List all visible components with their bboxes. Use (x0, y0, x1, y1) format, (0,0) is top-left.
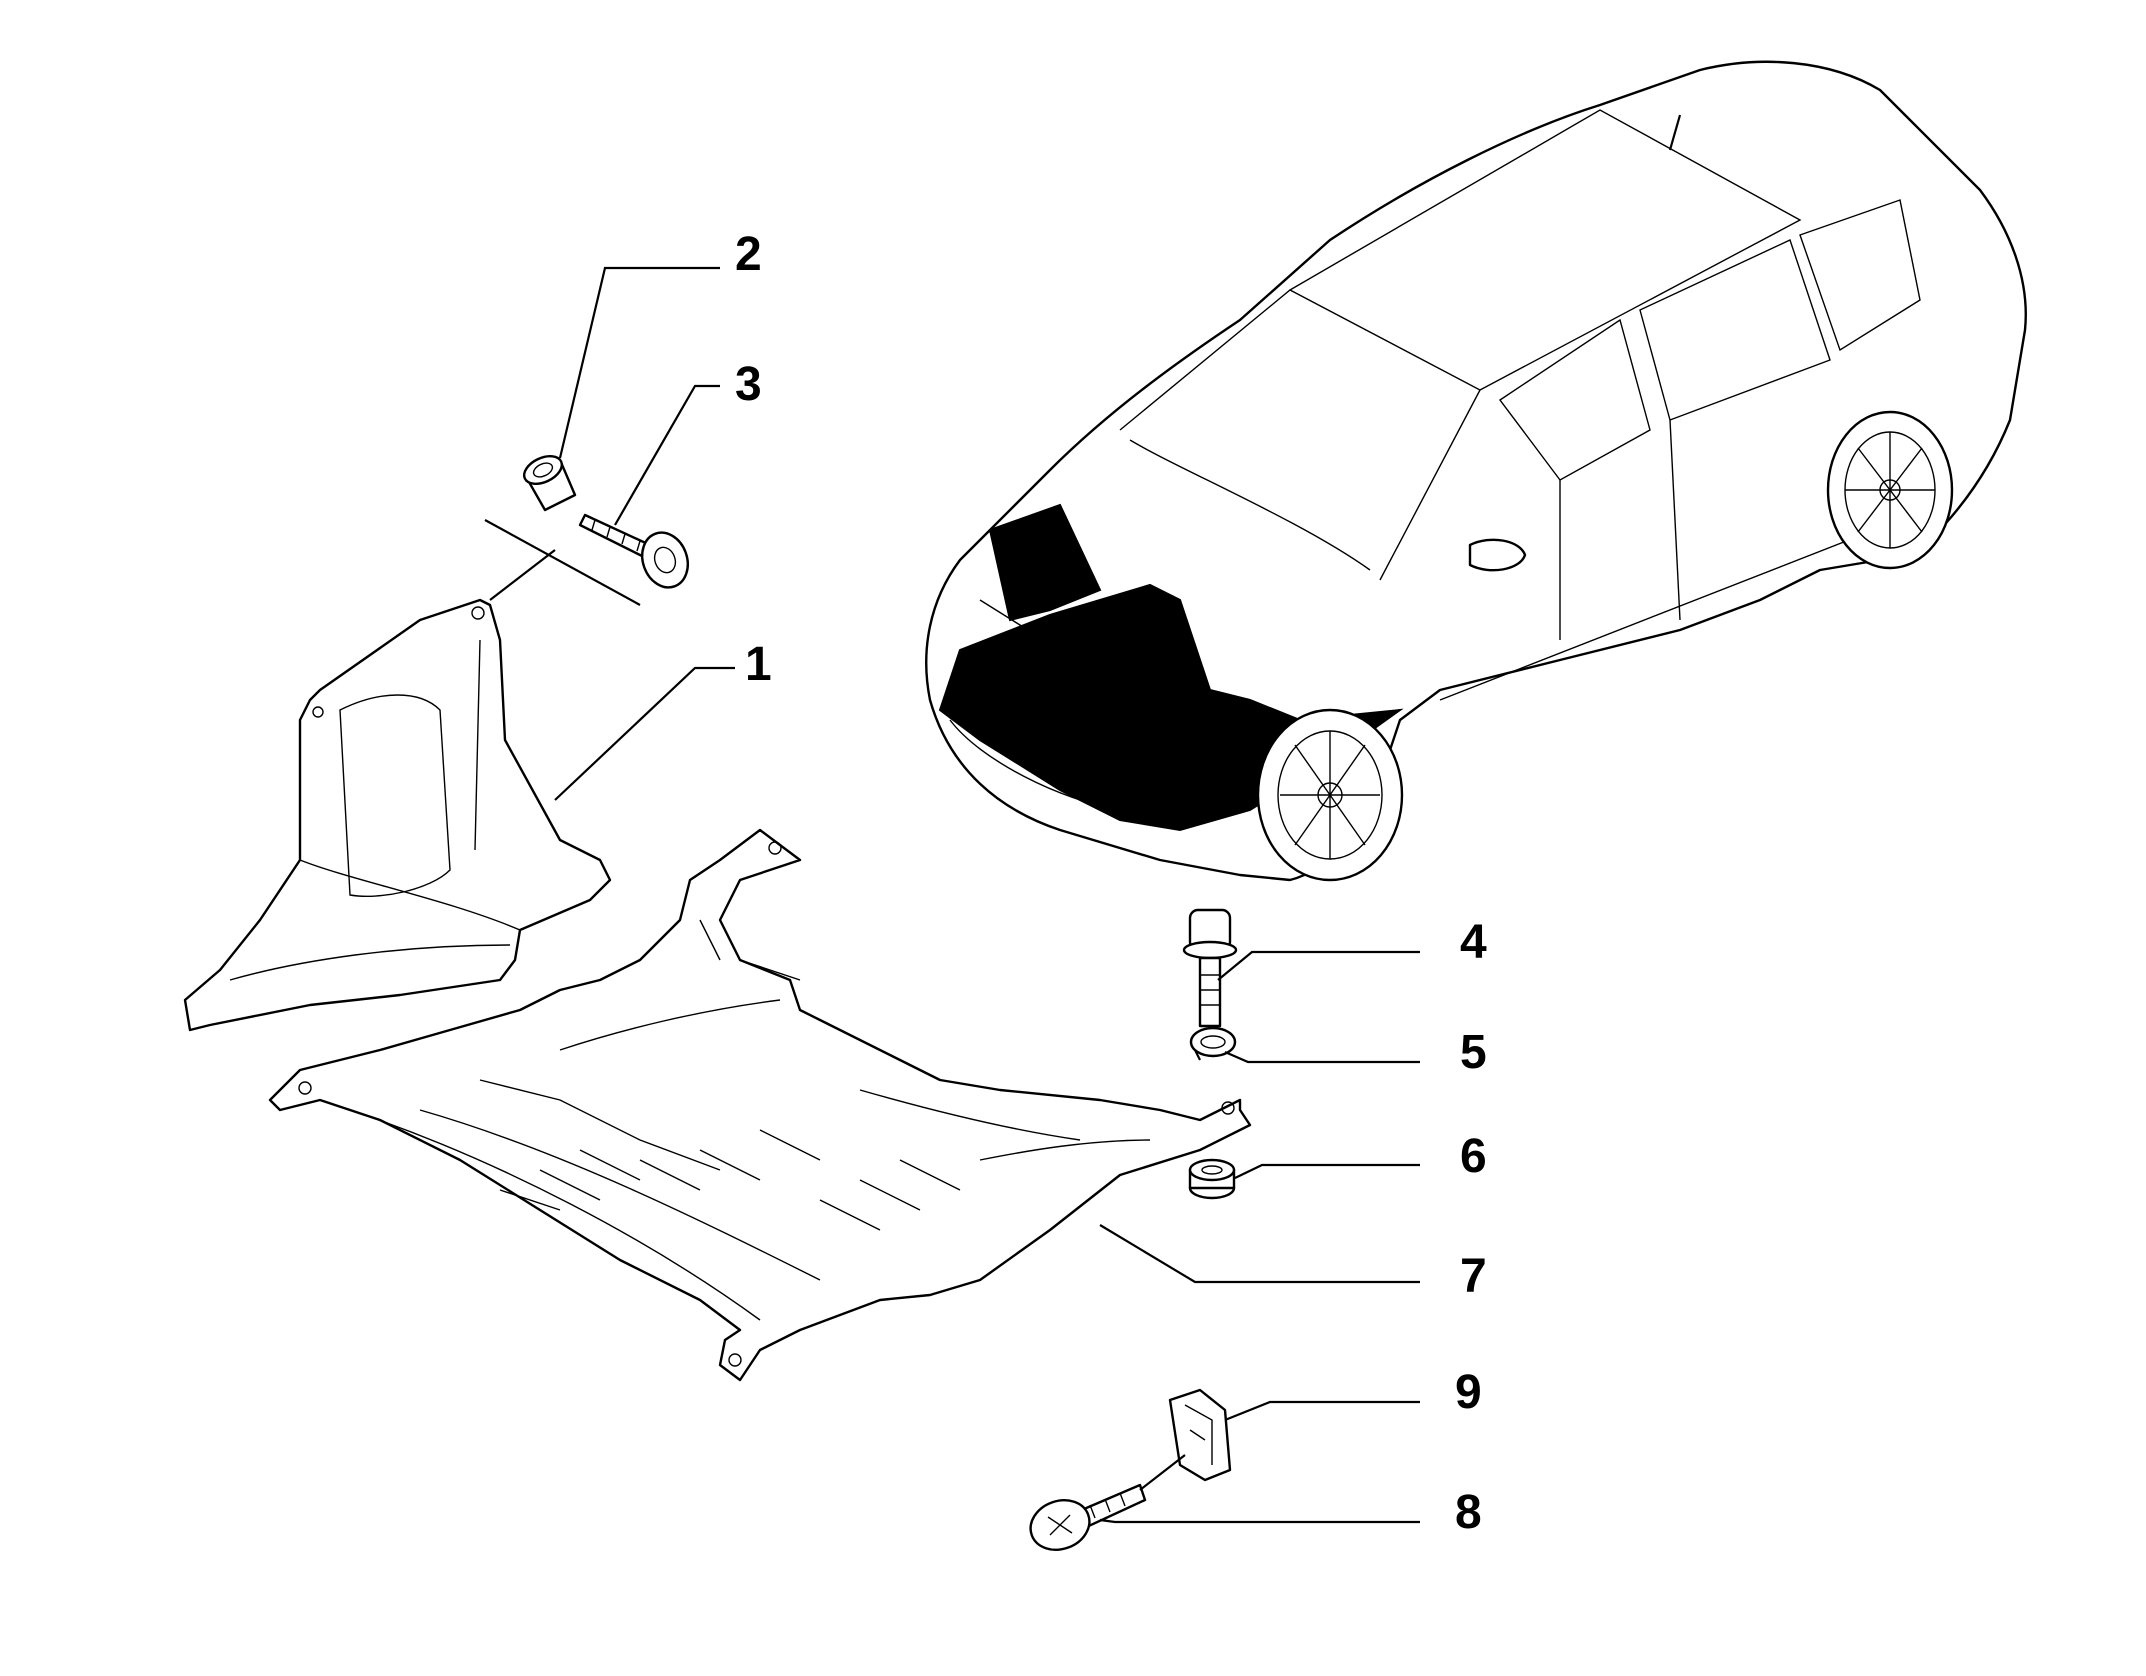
callout-7: 7 (1460, 1250, 1487, 1303)
callout-8: 8 (1455, 1486, 1482, 1539)
callout-1: 1 (745, 638, 772, 691)
assembly-line (1139, 1454, 1186, 1491)
part-7-underbody-shield (268, 828, 1252, 1382)
callout-2: 2 (735, 228, 762, 281)
callout-3: 3 (735, 358, 762, 411)
callout-6: 6 (1460, 1130, 1487, 1183)
assembly-line (489, 549, 556, 601)
part-2-clip-nut (522, 455, 577, 512)
car-illustration (925, 60, 2027, 882)
callout-9: 9 (1455, 1366, 1482, 1419)
assembly-line (484, 519, 641, 606)
leader-lines (554, 266, 1420, 1524)
callout-5: 5 (1460, 1026, 1487, 1079)
part-6-spacer (1188, 1158, 1236, 1200)
callout-4: 4 (1460, 916, 1487, 969)
part-4-bolt (1182, 908, 1238, 1028)
part-9-clip (1168, 1388, 1232, 1482)
part-1-side-shield (183, 598, 612, 1032)
part-5-split-washer (1189, 1026, 1237, 1061)
part-8-tapping-screw (1029, 1483, 1147, 1551)
callout-labels: 2 3 1 4 5 6 7 9 8 (735, 228, 1487, 1539)
part-3-screw (578, 513, 689, 589)
